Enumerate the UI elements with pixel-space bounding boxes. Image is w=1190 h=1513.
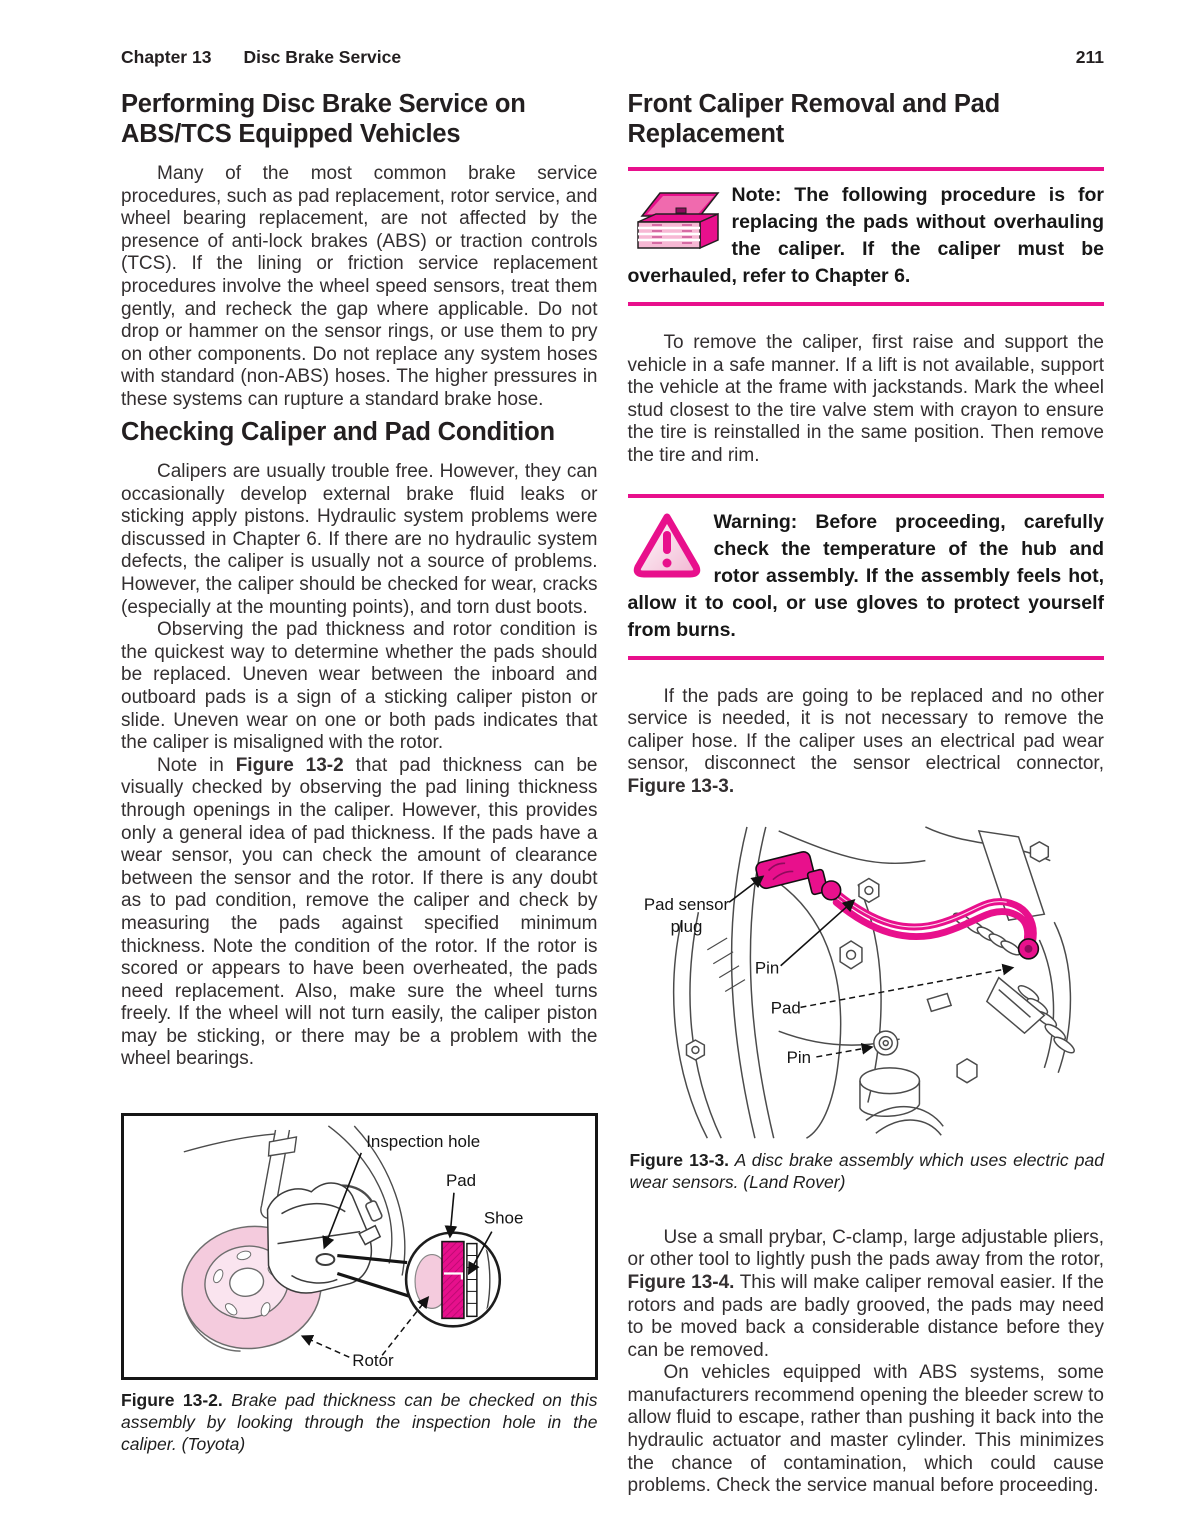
suspension-line-art [183,1125,406,1276]
note-box: Note: The following procedure is for rep… [627,167,1105,306]
paragraph-text: Note in [157,754,236,776]
caption-label: Figure 13-3. [629,1149,730,1170]
figure-13-2-caption: Figure 13-2. Brake pad thickness can be … [121,1389,598,1455]
paragraph: Many of the most common brake service pr… [121,163,598,410]
chapter-number: Chapter 13 [121,47,212,67]
label-rotor: Rotor [352,1351,394,1370]
note-text: Note: The following procedure is for rep… [627,184,1105,287]
caliper-drawing [266,1182,382,1294]
page-header: Chapter 13 Disc Brake Service 211 [121,47,1104,68]
caption-text: A disc brake assembly which uses electri… [629,1149,1105,1192]
label-pin-bottom: Pin [786,1047,810,1066]
paragraph-text: that pad thickness can be visually check… [121,754,598,1070]
zoom-wedge-line [337,1254,408,1265]
brake-assembly-illustration: Inspection hole Pad Shoe Rotor [181,1125,524,1370]
label-shoe: Shoe [484,1209,524,1228]
zoom-circle-detail [413,1234,498,1325]
callout-arrow [815,1042,874,1058]
warning-triangle-icon [630,511,704,584]
warning-box: Warning: Before proceeding, carefully ch… [627,493,1105,660]
running-head: Chapter 13 Disc Brake Service [121,47,401,68]
chapter-title: Disc Brake Service [243,47,402,67]
left-column: Performing Disc Brake Service on ABS/TCS… [121,84,598,1498]
figure-reference: Figure 13-3. [627,775,735,797]
paragraph: If the pads are going to be replaced and… [628,686,1105,799]
paragraph: To remove the caliper, first raise and s… [627,332,1105,466]
label-pad-sensor-plug-line1: Pad sensor [643,895,729,914]
paragraph: Observing the pad thickness and rotor co… [121,619,598,754]
callout-arrow [381,1296,430,1356]
callout-arrow [799,963,1014,1008]
paragraph: On vehicles equipped with ABS systems, s… [627,1362,1105,1497]
paragraph-text: If the pads are going to be replaced and… [627,685,1105,775]
callout-arrow [467,1231,493,1276]
label-pin-top: Pin [754,958,778,977]
figure-reference: Figure 13-2 [235,754,344,776]
section-title-checking-caliper: Checking Caliper and Pad Condition [121,417,555,446]
paragraph: Note in Figure 13-2 that pad thickness c… [121,755,598,1071]
zoom-wedge-line [336,1272,411,1299]
caption-label: Figure 13-2. [121,1390,223,1411]
paragraph: Use a small prybar, C-clamp, large adjus… [628,1227,1105,1363]
callout-arrow [300,1335,350,1358]
section-title-abs-tcs: Performing Disc Brake Service on ABS/TCS… [121,90,526,148]
figure-13-2-frame: Inspection hole Pad Shoe Rotor [121,1113,598,1381]
pad-wear-sensor-illustration: Pad sensor plug Pin Pad Pin [643,825,1075,1139]
label-pad: Pad [446,1171,476,1190]
pad-sensor-drawing [754,850,1039,960]
warning-text: Warning: Before proceeding, carefully ch… [627,510,1105,641]
label-pad: Pad [770,998,800,1017]
callout-arrow [444,1192,458,1239]
section-title-front-caliper: Front Caliper Removal and Pad Replacemen… [627,90,1001,148]
two-column-layout: Performing Disc Brake Service on ABS/TCS… [121,84,1104,1498]
label-inspection-hole: Inspection hole [366,1132,480,1151]
callout-arrow [728,874,764,903]
paragraph-text: Use a small prybar, C-clamp, large adjus… [627,1226,1105,1271]
figure-13-2: Inspection hole Pad Shoe Rotor Figure 13… [121,1113,598,1455]
page-number: 211 [1075,47,1104,67]
paragraph: Calipers are usually trouble free. Howev… [121,461,598,618]
caption-text: Brake pad thickness can be checked on th… [121,1390,598,1455]
callout-arrow [322,1152,362,1250]
brake-assembly-line-art [672,825,1075,1139]
figure-13-3-caption: Figure 13-3. A disc brake assembly which… [630,1149,1105,1193]
figure-13-3: Pad sensor plug Pin Pad Pin Figure 13-3.… [628,823,1105,1193]
toolbox-icon [630,184,722,255]
figure-reference: Figure 13-4. [627,1271,735,1293]
right-column: Front Caliper Removal and Pad Replacemen… [627,84,1105,1498]
paragraph-text: This will make caliper removal easier. I… [627,1271,1105,1361]
callout-arrow [779,898,855,966]
label-pad-sensor-plug-line2: plug [670,917,702,936]
